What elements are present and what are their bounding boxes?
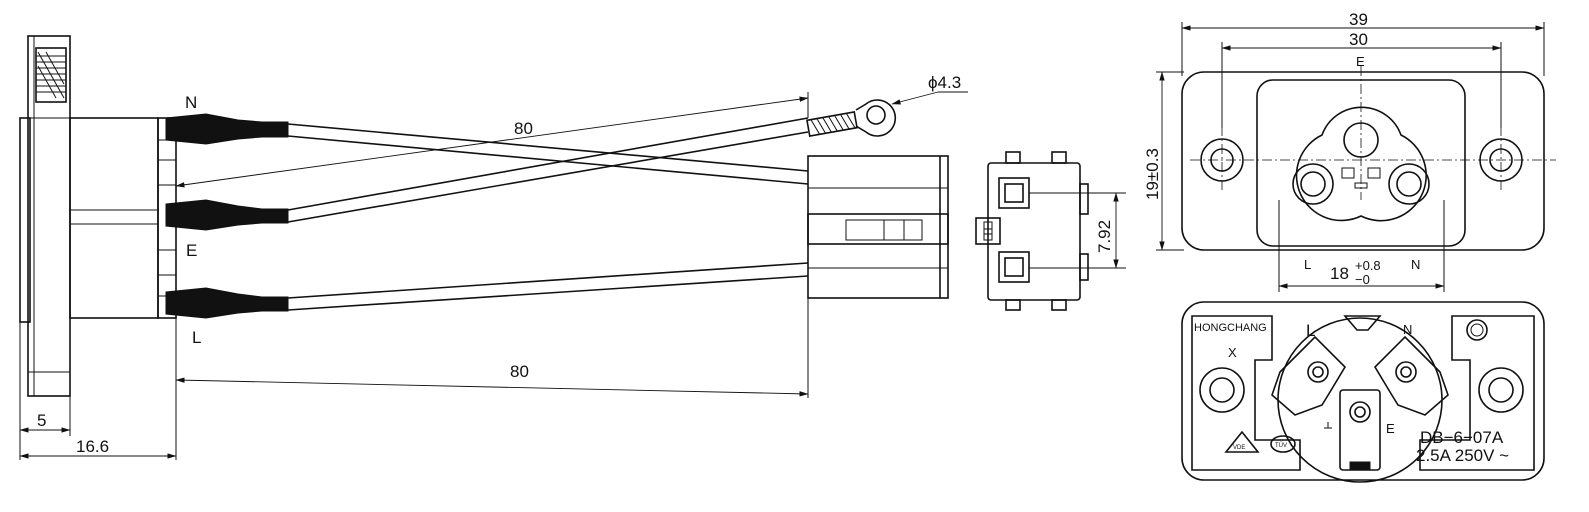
mark-x: X: [1228, 345, 1237, 360]
pin-label-earth: E: [1356, 54, 1365, 69]
dim-flange: 5: [37, 411, 46, 430]
front-view: [1156, 22, 1556, 292]
clip-hatching: [36, 51, 66, 99]
dim-pitch: 7.92: [1095, 220, 1114, 253]
rear-pin-l: L: [1306, 321, 1315, 340]
dim-hole-spacing: 30: [1349, 30, 1368, 49]
tol-lower: −0: [1355, 272, 1370, 287]
tol-upper: +0.8: [1355, 258, 1381, 273]
dim-ring-diameter: ϕ4.3: [928, 73, 961, 92]
housing-connector-side: [807, 155, 949, 299]
cert-vde: VDE: [1233, 445, 1245, 451]
dim-height: 19±0.3: [1143, 148, 1162, 200]
brand-label: HONGCHANG: [1194, 322, 1267, 334]
pin-label-neutral: N: [1411, 257, 1420, 272]
rear-pin-e: E: [1386, 421, 1395, 436]
connector-end-view: [975, 151, 1126, 311]
terminal-label-n: N: [185, 93, 197, 112]
dim-width: 39: [1349, 10, 1368, 29]
rear-view: [1181, 301, 1545, 483]
pin-label-live: L: [1304, 257, 1311, 272]
rating: 2.5A 250V ~: [1416, 446, 1509, 465]
dim-body-length: 80: [510, 362, 529, 381]
lead-wire-l: [165, 262, 809, 319]
terminal-label-e: E: [186, 241, 197, 260]
model-number: DB−6−07A: [1420, 428, 1504, 447]
side-view-socket-body: [19, 35, 177, 397]
dim-depth: 16.6: [76, 437, 109, 456]
side-view-dimensions: [19, 91, 968, 460]
dim-pin-spacing: 18: [1330, 264, 1349, 283]
rear-pin-n: N: [1403, 322, 1412, 337]
earth-ring-terminal: [806, 99, 897, 137]
cert-tuv: TÜV: [1275, 442, 1287, 449]
terminal-label-l: L: [192, 328, 201, 347]
dim-lead-length: 80: [514, 119, 533, 138]
